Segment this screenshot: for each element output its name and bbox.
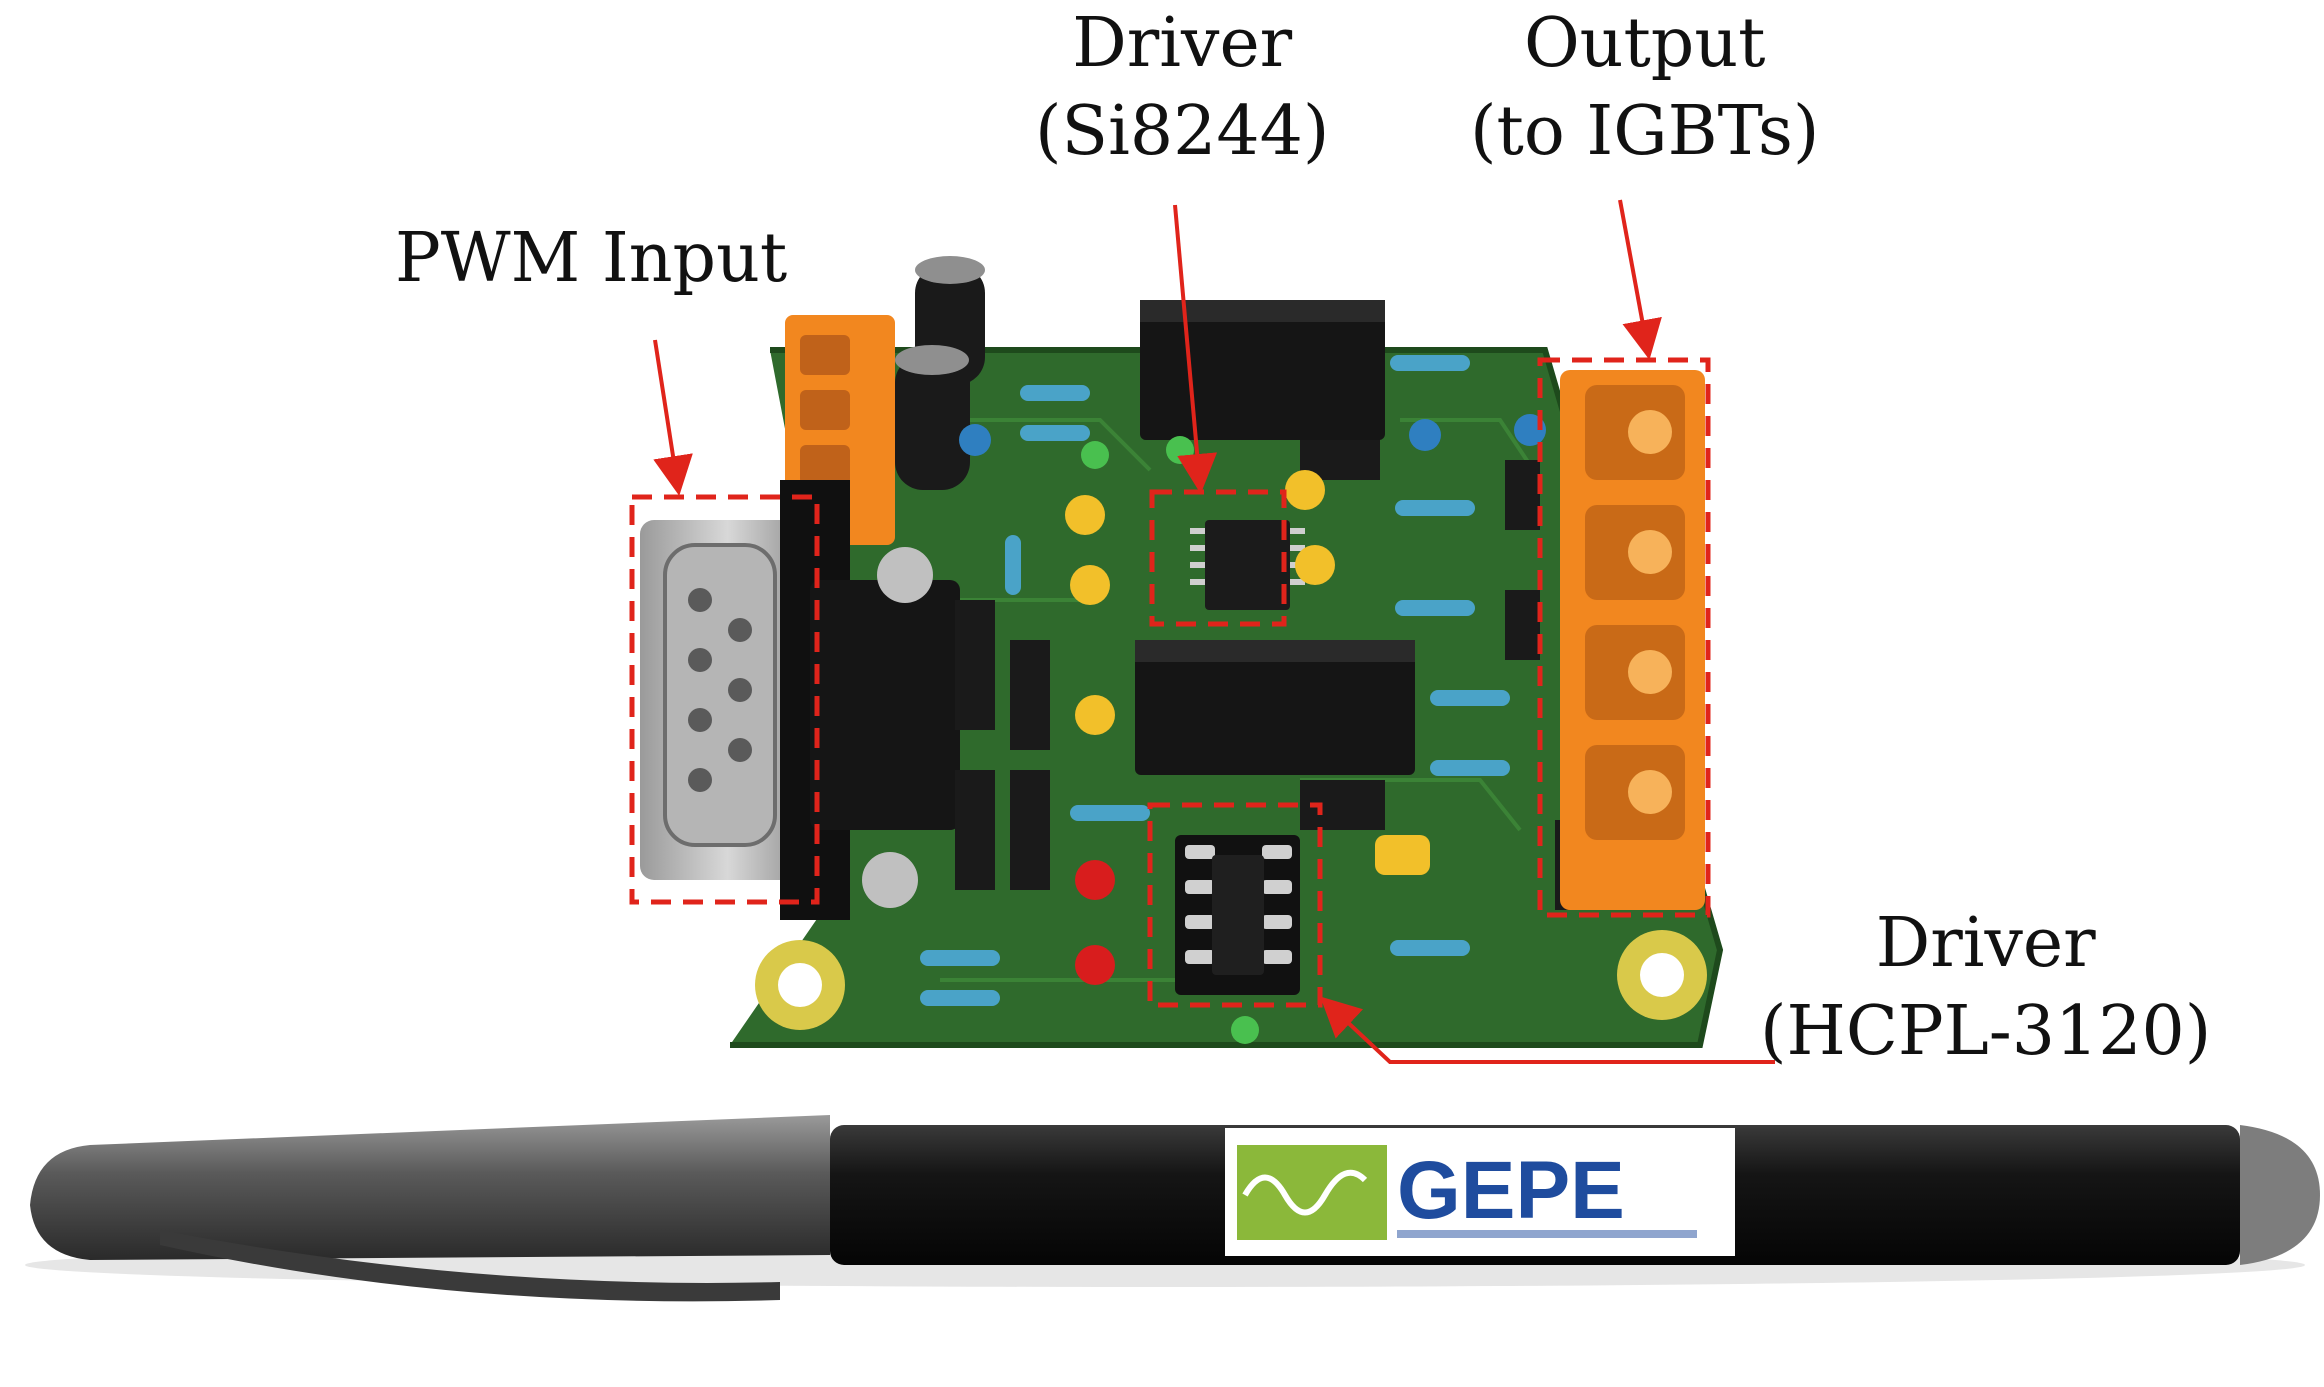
pen-label-sticker: GEPE: [1225, 1128, 1735, 1256]
dcdc-module-top: [1140, 300, 1385, 440]
label-output-igbts-line2: (to IGBTs): [1470, 92, 1820, 171]
dcdc-module-bottom: [1135, 640, 1415, 775]
red-leds: [1075, 860, 1115, 985]
label-pwm-input-text: PWM Input: [395, 219, 788, 298]
electrolytic-capacitors: [895, 256, 985, 490]
box-hcpl3120: [1147, 802, 1323, 1008]
label-output-igbts: Output (to IGBTs): [1470, 0, 1819, 176]
mounting-hole-right: [1617, 930, 1707, 1020]
gepe-logo: GEPE: [1237, 1145, 1697, 1240]
output-terminal-blocks: [1560, 370, 1705, 910]
label-driver-si8244-line2: (Si8244): [1035, 92, 1330, 171]
label-driver-hcpl3120: Driver (HCPL-3120): [1760, 900, 2211, 1076]
db9-connector: [640, 480, 960, 920]
box-pwm-input: [629, 494, 820, 905]
hcpl3120-chip: [1175, 835, 1300, 995]
highlight-boxes: [629, 357, 1711, 1008]
arrow-hcpl3120: [1320, 996, 1775, 1064]
mounting-hole-left: [755, 940, 845, 1030]
pen: [25, 1115, 2320, 1302]
label-driver-hcpl3120-line1: Driver: [1875, 904, 2096, 983]
arrow-pwm-input: [653, 339, 693, 496]
annotation-arrows: [653, 199, 1775, 1064]
label-driver-hcpl3120-line2: (HCPL-3120): [1760, 992, 2212, 1071]
svg-text:GEPE: GEPE: [1397, 1145, 1625, 1236]
label-output-igbts-line1: Output: [1523, 4, 1766, 83]
arrow-si8244: [1173, 204, 1218, 494]
si8244-chip: [1190, 520, 1305, 610]
arrow-output: [1618, 199, 1662, 360]
label-driver-si8244: Driver (Si8244): [1035, 0, 1329, 176]
box-output: [1537, 357, 1711, 918]
box-si8244: [1149, 489, 1287, 627]
label-pwm-input: PWM Input: [395, 215, 787, 303]
label-driver-si8244-line1: Driver: [1072, 4, 1293, 83]
